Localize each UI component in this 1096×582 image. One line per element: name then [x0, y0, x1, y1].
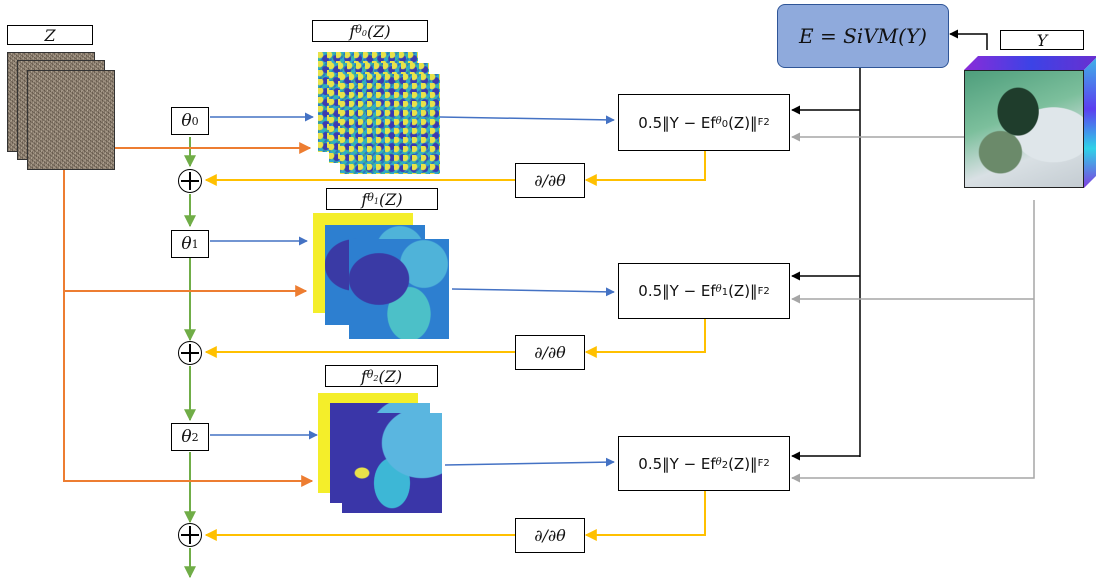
theta-symbol: θ	[181, 234, 192, 254]
endmember-paths	[791, 29, 988, 461]
output-function: f	[360, 366, 367, 386]
theta-symbol: θ	[181, 427, 192, 447]
observation-paths	[791, 132, 1035, 483]
noise-sheet	[27, 70, 115, 170]
output-index: 2	[373, 374, 379, 384]
z-label-box: Z	[7, 25, 93, 45]
gradient-1-box: ∂/∂θ	[515, 335, 585, 370]
output-argument: (Z)	[378, 366, 403, 386]
y-label-box: Y	[1000, 30, 1084, 50]
loss-norm: F	[757, 285, 764, 297]
black-arrow	[949, 29, 988, 50]
loss-suffix: (Z)‖	[728, 282, 758, 300]
cube-side-face	[1084, 56, 1096, 188]
loss-prefix: 0.5‖Y − Ef	[638, 454, 716, 473]
gold-arrow	[584, 319, 706, 358]
output-argument: (Z)	[367, 21, 391, 41]
loss-index: 0	[721, 118, 729, 130]
orange-arrow	[63, 170, 314, 487]
output-index: 1	[373, 197, 380, 207]
loss-prefix: 0.5‖Y − Ef	[638, 282, 716, 300]
sum-node	[178, 341, 202, 365]
output-function: f	[361, 189, 368, 209]
cube-top-face	[964, 56, 1096, 70]
loss-prefix: 0.5‖Y − Ef	[638, 113, 716, 132]
theta-index: 0	[191, 114, 199, 128]
output-map	[340, 74, 440, 174]
blue-arrow	[444, 457, 615, 467]
blue-arrow	[451, 287, 615, 297]
sum-node	[178, 523, 202, 547]
gold-arrow	[584, 151, 706, 186]
sivm-label: E = SiVM(Y)	[799, 24, 927, 48]
loss-suffix: (Z)‖	[728, 113, 758, 132]
output-argument: (Z)	[379, 189, 403, 209]
hyperspectral-cube	[964, 56, 1096, 188]
output-map	[349, 239, 449, 339]
theta-index: 2	[191, 430, 199, 444]
loss-norm: F	[757, 458, 764, 469]
loss-suffix: (Z)‖	[728, 454, 758, 473]
loss-index: 1	[721, 287, 729, 298]
input-paths	[63, 142, 314, 487]
y-label: Y	[1036, 30, 1048, 50]
theta-symbol: θ	[181, 111, 192, 131]
sum-node	[178, 169, 202, 193]
sivm-box: E = SiVM(Y)	[777, 4, 949, 68]
theta-index: 1	[191, 237, 199, 251]
loss-power: 2	[763, 117, 770, 128]
blue-arrow	[439, 115, 615, 125]
cube-front-image	[964, 70, 1084, 188]
loss-index: 2	[721, 459, 729, 471]
gradient-0-box: ∂/∂θ	[515, 163, 585, 198]
forward-paths	[210, 112, 615, 467]
loss-power: 2	[763, 458, 770, 469]
gradient-label: ∂/∂θ	[534, 171, 566, 190]
loss-norm: F	[757, 117, 764, 128]
gold-arrow	[584, 491, 706, 541]
gradient-label: ∂/∂θ	[534, 343, 566, 362]
gradient-paths	[204, 151, 706, 541]
output-index: 0	[361, 29, 368, 39]
output-function: f	[349, 21, 356, 41]
loss-power: 2	[763, 285, 770, 297]
gradient-2-box: ∂/∂θ	[515, 518, 585, 553]
output-map	[342, 413, 442, 513]
gradient-label: ∂/∂θ	[534, 526, 566, 545]
z-label: Z	[44, 25, 56, 45]
